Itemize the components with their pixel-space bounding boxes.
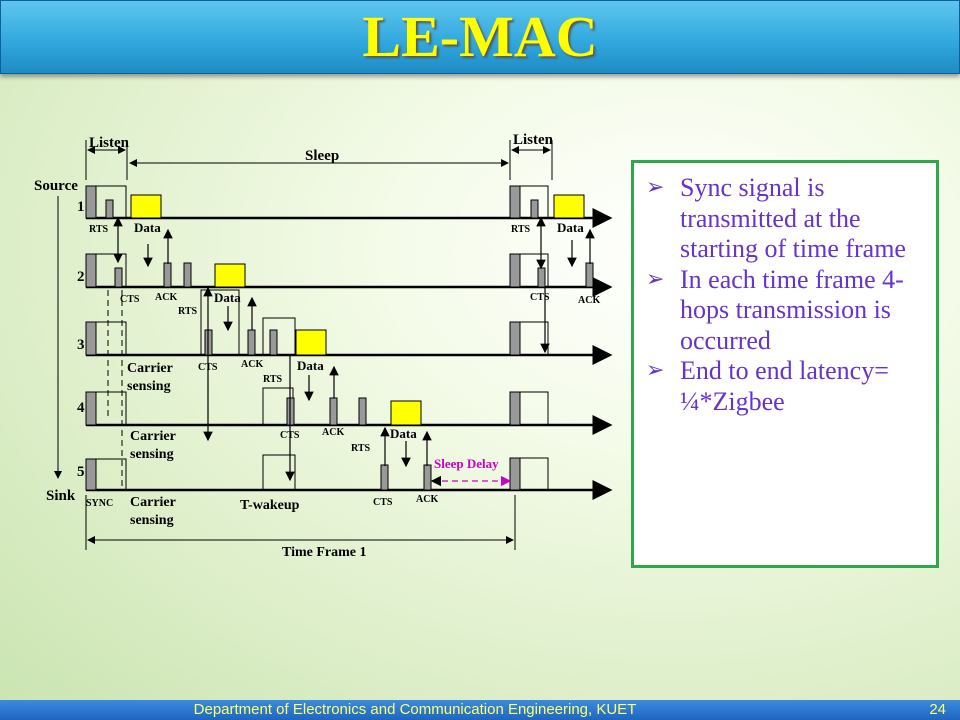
ack-label: ACK xyxy=(416,494,438,505)
node-5-label: 5 xyxy=(77,464,85,480)
cts-label: CTS xyxy=(373,497,393,508)
sync-label: SYNC xyxy=(86,498,113,509)
carrier-sensing-label: sensing xyxy=(127,379,171,394)
ack-packet xyxy=(423,464,432,491)
carrier-sensing-label: Carrier xyxy=(130,429,176,444)
rts-packet xyxy=(358,397,367,426)
footer-text: Department of Electronics and Communicat… xyxy=(193,701,637,718)
cts-packet xyxy=(537,267,546,288)
cts-label: CTS xyxy=(280,430,300,441)
arrow-bullet-icon: ➢ xyxy=(646,266,665,292)
carrier-sensing-label: Carrier xyxy=(130,495,176,510)
rts-packet xyxy=(530,199,539,219)
cts-label: CTS xyxy=(198,362,218,373)
time-frame-label: Time Frame 1 xyxy=(282,545,367,560)
listen-left-label: Listen xyxy=(89,135,130,151)
cts-packet xyxy=(380,464,389,491)
bullet-item: ➢In each time frame 4-hops transmission … xyxy=(646,264,904,355)
cts-packet xyxy=(114,267,123,288)
data-packet xyxy=(553,194,585,219)
data-label: Data xyxy=(214,290,241,305)
cts-label: CTS xyxy=(530,292,550,303)
ack-label: ACK xyxy=(241,359,263,370)
rts-packet xyxy=(269,329,278,356)
t-wakeup-label: T-wakeup xyxy=(240,498,300,513)
rts-packet xyxy=(183,262,192,288)
slide-title: LE-MAC xyxy=(362,4,598,69)
ack-packet xyxy=(585,262,594,288)
ack-label: ACK xyxy=(322,427,344,438)
source-label: Source xyxy=(34,178,78,194)
carrier-sensing-label: sensing xyxy=(130,447,174,462)
sink-label: Sink xyxy=(46,488,76,504)
rts-label: RTS xyxy=(178,306,198,317)
rts-label: RTS xyxy=(263,374,283,385)
data-label: Data xyxy=(557,220,584,235)
carrier-sensing-label: Carrier xyxy=(127,361,173,376)
data-packet xyxy=(214,263,246,288)
sleep-label: Sleep xyxy=(305,148,339,164)
data-label: Data xyxy=(134,220,161,235)
node-3-label: 3 xyxy=(77,337,85,353)
node-2-label: 2 xyxy=(77,269,85,285)
rts-label: RTS xyxy=(511,224,531,235)
ack-packet xyxy=(247,329,256,356)
title-bar xyxy=(0,0,960,74)
node-1-label: 1 xyxy=(77,199,85,215)
page-number: 24 xyxy=(929,701,946,718)
cts-label: CTS xyxy=(120,294,140,305)
bullet-item: ➢End to end latency= ¼*Zigbee xyxy=(646,356,889,416)
footer-bar: Department of Electronics and Communicat… xyxy=(0,700,960,720)
ack-packet xyxy=(329,397,338,426)
data-label: Data xyxy=(297,358,324,373)
ack-label: ACK xyxy=(155,292,177,303)
bullet-item: ➢Sync signal is transmitted at the start… xyxy=(646,173,906,263)
rts-label: RTS xyxy=(89,224,109,235)
bullet-box: ➢Sync signal is transmitted at the start… xyxy=(631,160,939,568)
arrow-bullet-icon: ➢ xyxy=(646,175,665,200)
ack-label: ACK xyxy=(578,295,600,306)
arrow-bullet-icon: ➢ xyxy=(646,358,665,383)
rts-packet xyxy=(105,199,114,219)
data-packet xyxy=(130,194,162,219)
carrier-sensing-label: sensing xyxy=(130,513,174,528)
rts-label: RTS xyxy=(351,443,371,454)
sleep-delay-label: Sleep Delay xyxy=(434,456,499,471)
ack-packet xyxy=(163,262,172,288)
data-label: Data xyxy=(390,426,417,441)
listen-right-label: Listen xyxy=(513,132,554,148)
node-4-label: 4 xyxy=(77,400,85,416)
data-packet xyxy=(295,329,327,356)
data-packet xyxy=(390,400,422,426)
